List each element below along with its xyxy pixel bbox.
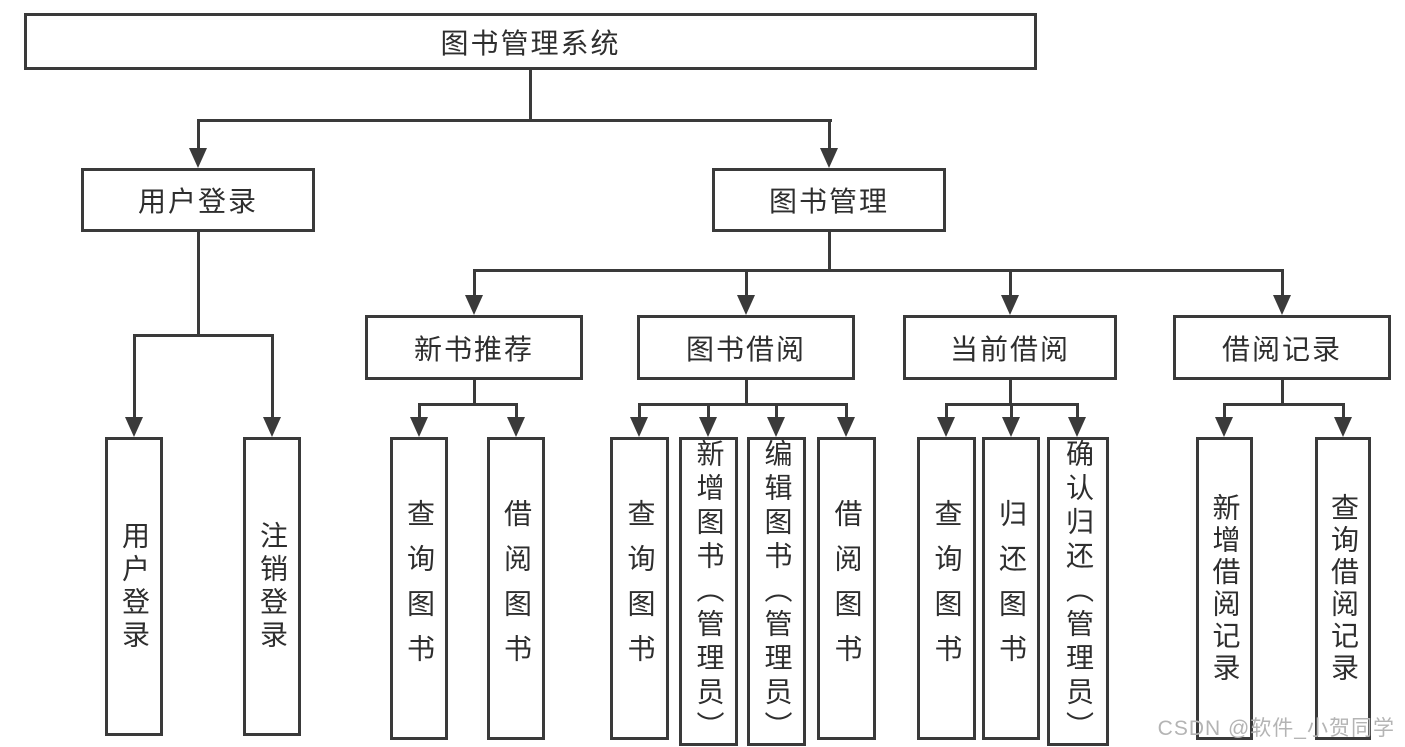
node-user-login: 用户登录	[81, 168, 315, 232]
leaf-label: 查询借阅记录	[1328, 492, 1359, 685]
leaf-borrow-books: 借阅图书	[487, 437, 545, 740]
leaf-label: 新增图书（管理员）	[693, 438, 725, 745]
arrow-down-icon	[937, 417, 955, 437]
arrow-down-icon	[1002, 417, 1020, 437]
leaf-label: 用户登录	[119, 520, 150, 653]
arrow-down-icon	[1215, 417, 1233, 437]
connector-stem	[1342, 403, 1345, 420]
leaf-label: 归还图书	[996, 498, 1027, 679]
leaf-query-books: 查询图书	[917, 437, 976, 740]
arrow-down-icon	[837, 417, 855, 437]
leaf-borrow-books: 借阅图书	[817, 437, 876, 740]
connector-stem	[845, 403, 848, 420]
leaf-query-books: 查询图书	[610, 437, 669, 740]
leaf-query-borrow-record: 查询借阅记录	[1315, 437, 1371, 740]
leaf-logout: 注销登录	[243, 437, 301, 736]
leaf-add-borrow-record: 新增借阅记录	[1196, 437, 1253, 740]
connector-stem	[197, 119, 200, 152]
leaf-label: 新增借阅记录	[1209, 492, 1241, 685]
connector-stem	[473, 380, 476, 406]
connector-stem	[1281, 380, 1284, 406]
arrow-down-icon	[630, 417, 648, 437]
arrow-down-icon	[125, 417, 143, 437]
leaf-edit-books-admin: 编辑图书（管理员）	[747, 437, 806, 746]
leaf-label: 借阅图书	[501, 498, 532, 679]
connector-stem	[271, 334, 274, 420]
connector-stem	[828, 231, 831, 272]
node-root: 图书管理系统	[24, 13, 1037, 70]
connector-level2-bar	[197, 119, 832, 122]
connector-stem	[1009, 269, 1012, 302]
connector-stem	[1223, 403, 1226, 420]
arrow-down-icon	[1001, 295, 1019, 315]
leaf-label: 查询图书	[624, 498, 656, 679]
node-label: 当前借阅	[949, 333, 1070, 365]
connector-bar	[638, 403, 848, 406]
leaf-confirm-return-admin: 确认归还（管理员）	[1047, 437, 1109, 746]
connector-bar	[418, 403, 518, 406]
connector-stem	[828, 119, 831, 152]
leaf-return-books: 归还图书	[982, 437, 1040, 740]
arrow-down-icon	[410, 417, 428, 437]
leaf-label: 编辑图书（管理员）	[761, 438, 793, 745]
node-label: 借阅记录	[1221, 333, 1342, 365]
node-book-management: 图书管理	[712, 168, 946, 232]
connector-stem	[775, 403, 778, 420]
node-label: 图书管理	[768, 186, 889, 217]
connector-stem	[473, 269, 476, 302]
leaf-user-login: 用户登录	[105, 437, 163, 736]
arrow-down-icon	[1068, 417, 1086, 437]
csdn-watermark: CSDN @软件_小贺同学	[1157, 717, 1395, 740]
arrow-down-icon	[263, 417, 281, 437]
node-label: 用户登录	[137, 186, 258, 217]
arrow-down-icon	[465, 295, 483, 315]
connector-bar	[133, 334, 274, 337]
connector-root-stem	[529, 69, 532, 122]
arrow-down-icon	[1334, 417, 1352, 437]
connector-stem	[133, 334, 136, 420]
connector-stem	[1076, 403, 1079, 420]
connector-stem	[745, 269, 748, 302]
connector-stem	[197, 232, 200, 337]
connector-stem	[707, 403, 710, 420]
connector-bar	[1223, 403, 1345, 406]
connector-stem	[1281, 269, 1284, 302]
arrow-down-icon	[767, 417, 785, 437]
leaf-add-books-admin: 新增图书（管理员）	[679, 437, 738, 746]
node-label: 图书借阅	[685, 333, 806, 365]
arrow-down-icon	[189, 148, 207, 168]
node-book-borrowing: 图书借阅	[637, 315, 855, 380]
leaf-label: 查询图书	[404, 498, 435, 679]
node-label: 新书推荐	[413, 333, 534, 365]
leaf-label: 借阅图书	[831, 498, 863, 679]
connector-stem	[1009, 380, 1012, 406]
connector-stem	[515, 403, 518, 420]
leaf-query-books: 查询图书	[390, 437, 448, 740]
leaf-label: 注销登录	[257, 520, 288, 653]
node-new-book-recommend: 新书推荐	[365, 315, 583, 380]
arrow-down-icon	[507, 417, 525, 437]
arrow-down-icon	[699, 417, 717, 437]
node-current-borrowing: 当前借阅	[903, 315, 1117, 380]
connector-stem	[745, 380, 748, 406]
node-label: 图书管理系统	[440, 27, 621, 59]
leaf-label: 确认归还（管理员）	[1063, 438, 1094, 745]
arrow-down-icon	[737, 295, 755, 315]
arrow-down-icon	[820, 148, 838, 168]
leaf-label: 查询图书	[931, 498, 963, 679]
connector-stem	[418, 403, 421, 420]
connector-stem	[638, 403, 641, 420]
arrow-down-icon	[1273, 295, 1291, 315]
connector-stem	[1010, 403, 1013, 420]
connector-level3-bar	[473, 269, 1284, 272]
connector-stem	[945, 403, 948, 420]
node-borrowing-records: 借阅记录	[1173, 315, 1391, 380]
